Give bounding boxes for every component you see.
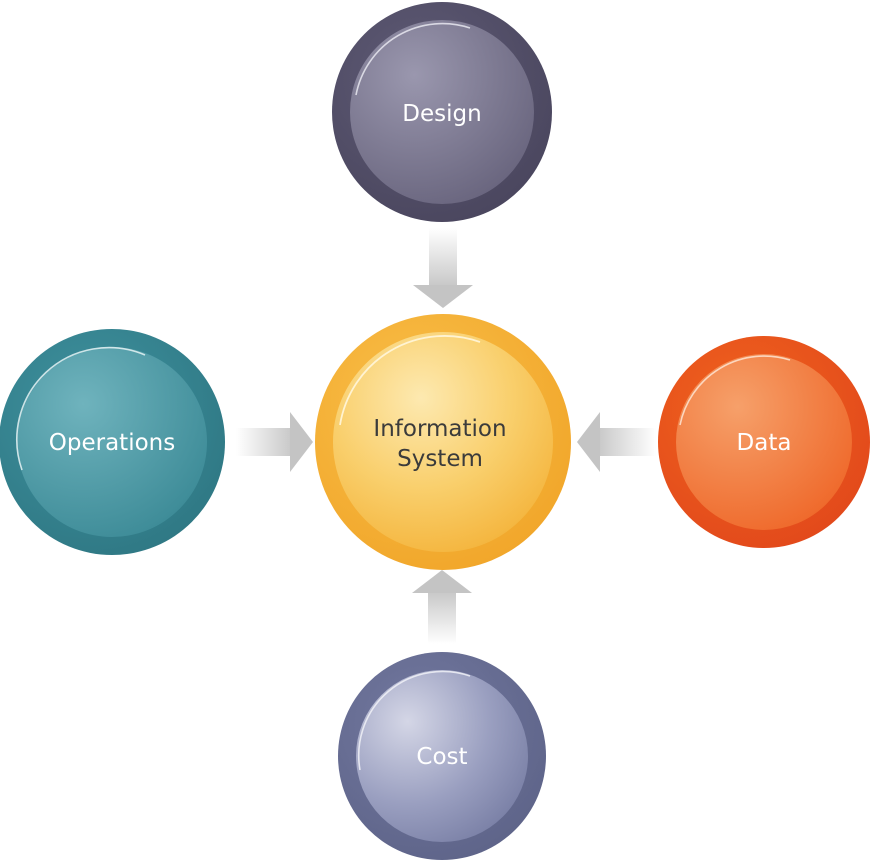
node-operations-label: Operations <box>49 430 175 456</box>
arrow-operations-to-center <box>236 412 313 472</box>
center-label-line2: System <box>397 446 483 472</box>
arrow-cost-to-center <box>412 570 472 644</box>
node-data: Data <box>658 336 870 548</box>
node-cost: Cost <box>338 652 546 860</box>
node-data-label: Data <box>737 430 792 456</box>
node-design-label: Design <box>402 101 481 127</box>
node-design: Design <box>332 2 552 222</box>
center-label-line1: Information <box>373 416 506 442</box>
arrow-data-to-center <box>577 412 656 472</box>
node-information-system: Information System <box>315 314 571 570</box>
arrow-design-to-center <box>413 228 473 308</box>
node-operations: Operations <box>0 329 225 555</box>
node-cost-label: Cost <box>416 744 467 770</box>
